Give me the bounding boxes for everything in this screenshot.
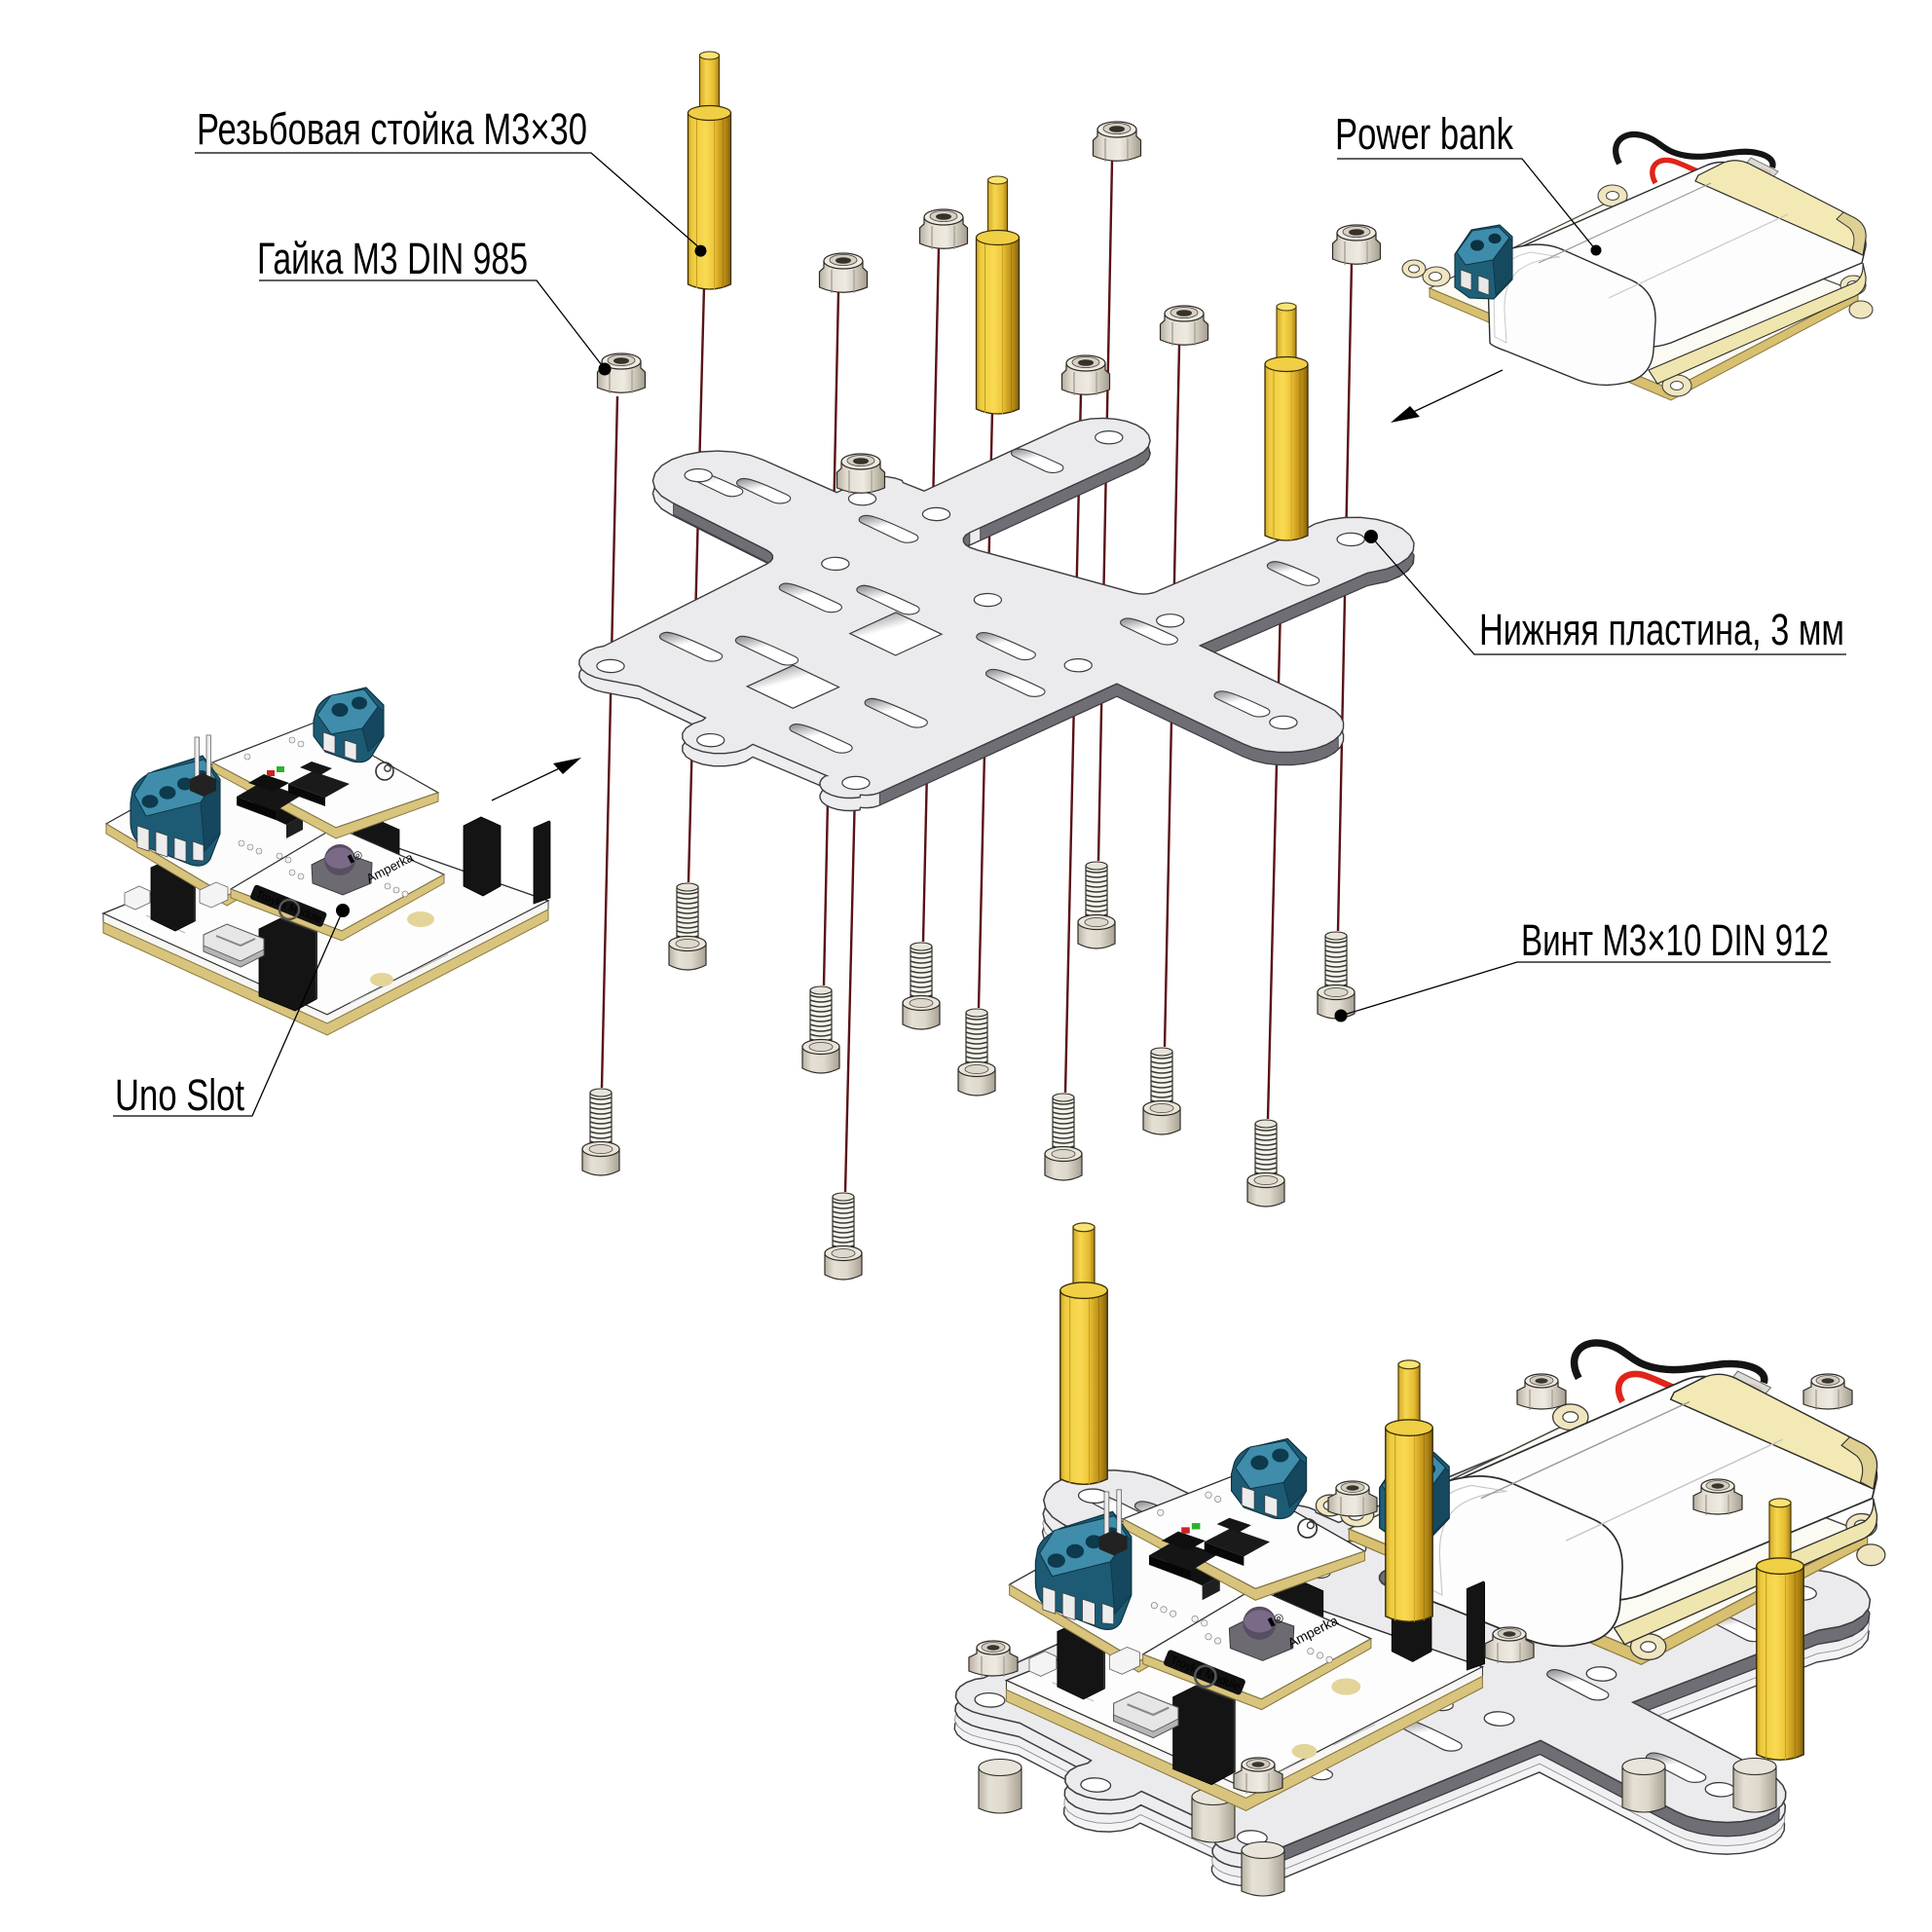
svg-text:Винт М3×10 DIN 912: Винт М3×10 DIN 912 — [1521, 915, 1829, 965]
svg-text:Гайка М3 DIN 985: Гайка М3 DIN 985 — [257, 234, 528, 283]
svg-text:Power bank: Power bank — [1335, 109, 1513, 159]
svg-text:Резьбовая стойка М3×30: Резьбовая стойка М3×30 — [197, 104, 587, 154]
svg-text:Нижняя пластина, 3 мм: Нижняя пластина, 3 мм — [1479, 605, 1844, 654]
svg-text:Uno Slot: Uno Slot — [115, 1070, 244, 1120]
